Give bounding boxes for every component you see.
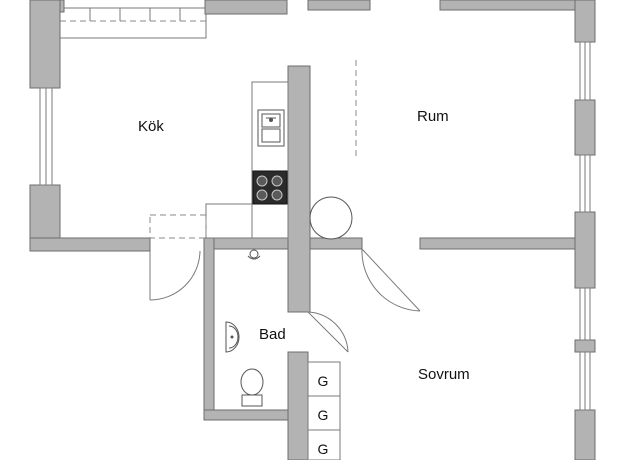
wardrobe-label: G bbox=[318, 407, 329, 423]
wardrobes: G G G bbox=[307, 361, 341, 460]
windows bbox=[39, 41, 591, 411]
wardrobe-label: G bbox=[318, 373, 329, 389]
room-label-living: Rum bbox=[417, 108, 449, 125]
kitchen-upper-cabinets bbox=[59, 7, 207, 39]
toilet-icon bbox=[240, 368, 264, 407]
room-label-kitchen: Kök bbox=[138, 118, 164, 135]
rum-door-icon bbox=[361, 248, 421, 312]
wardrobe-label: G bbox=[318, 441, 329, 457]
room-label-bath: Bad bbox=[259, 326, 286, 343]
kitchen-door-icon bbox=[149, 250, 201, 301]
round-table-icon bbox=[309, 196, 353, 240]
opening-lines bbox=[149, 60, 357, 239]
walls bbox=[29, 0, 596, 460]
shower-icon bbox=[247, 249, 261, 260]
room-label-bedroom: Sovrum bbox=[418, 366, 470, 383]
washbasin-icon bbox=[225, 321, 240, 353]
bath-door-icon bbox=[307, 311, 349, 353]
sink-icon bbox=[257, 109, 285, 147]
stove-icon bbox=[252, 170, 288, 205]
kitchen-counter bbox=[205, 81, 289, 239]
